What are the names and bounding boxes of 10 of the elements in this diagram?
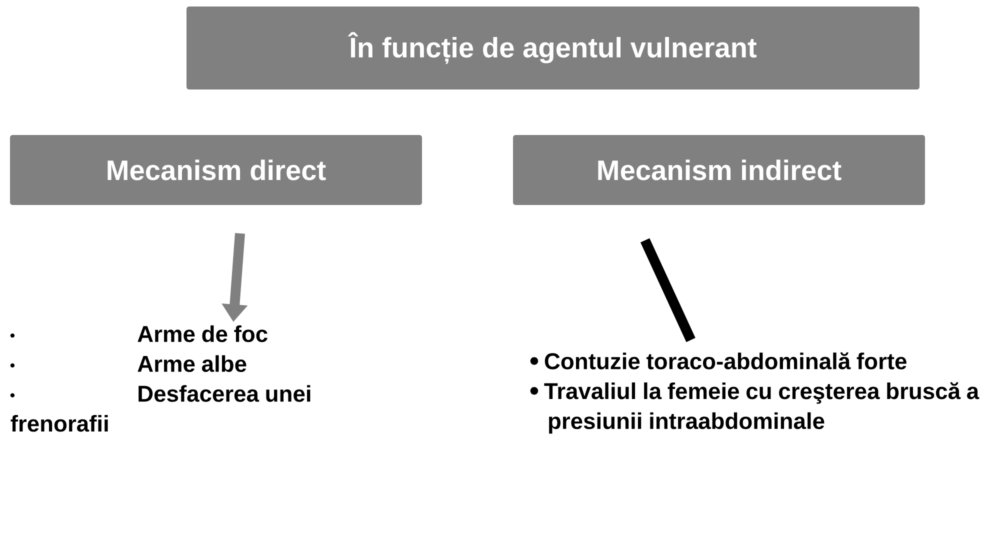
node-label: Arme de foc [138, 325, 268, 342]
bullet-list: Arme de foc Arme albe Desfacerea unei frenorafii [10, 325, 310, 432]
node-label: Arme albe [138, 355, 246, 372]
node-label: Desfacerea unei frenorafii [10, 385, 310, 432]
heading-box: Mecanism indirect [513, 134, 926, 205]
bullet-list: Contuzie toraco-abdominală forte Travaliul la femeie cu creşterea bruscă a presiunii intraabdominale [530, 352, 980, 434]
node-label: Contuzie toraco-abdominală forte [544, 352, 906, 370]
heading-box: În funcție de agentul vulnerant [186, 6, 920, 90]
heading-box: Mecanism direct [10, 134, 422, 205]
node-label: Travaliul la femeie cu creşterea bruscă a presiunii intraabdominale [544, 382, 980, 434]
